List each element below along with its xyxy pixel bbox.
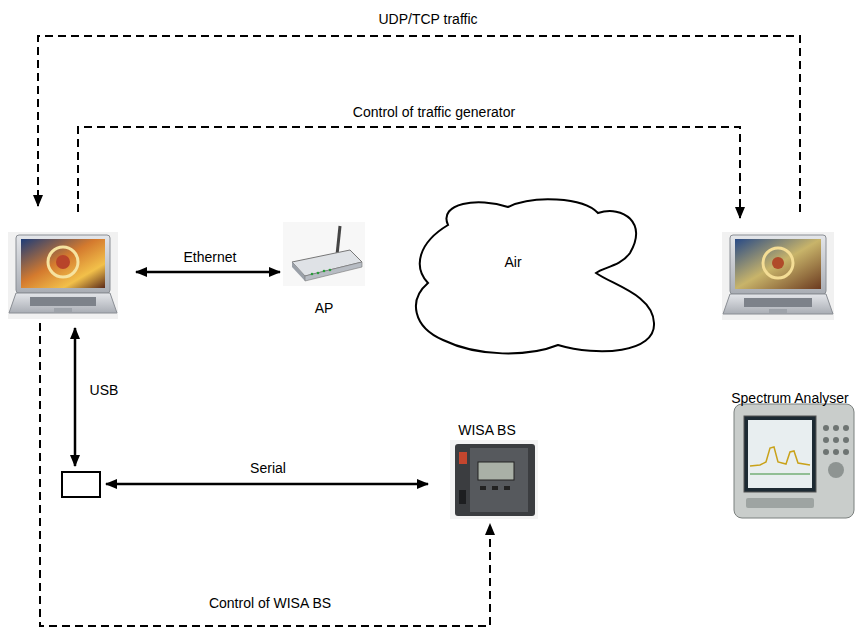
cloud-outline bbox=[416, 199, 654, 353]
device-node: AP bbox=[278, 218, 370, 320]
ethernet-link bbox=[136, 271, 280, 274]
analyser-icon bbox=[734, 404, 854, 518]
laptop-icon bbox=[8, 232, 118, 319]
serial-link bbox=[106, 483, 428, 486]
control-line bbox=[78, 127, 740, 218]
adapter-box bbox=[62, 472, 100, 497]
usb-link bbox=[74, 328, 77, 466]
device-node: Spectrum Analyser bbox=[726, 386, 854, 520]
link-label: UDP/TCP traffic bbox=[375, 11, 480, 27]
node-label: Air bbox=[504, 254, 521, 270]
node-label: AP bbox=[315, 300, 334, 316]
cloud-outline bbox=[408, 195, 656, 357]
device-node: WISA BS bbox=[440, 418, 544, 522]
traffic-line bbox=[38, 36, 800, 212]
control-line bbox=[40, 323, 490, 626]
link-label: Control of WISA BS bbox=[206, 595, 334, 611]
link-label: Control of traffic generator bbox=[350, 104, 518, 120]
cloud-node: Air bbox=[408, 195, 656, 357]
base-station-icon bbox=[450, 440, 538, 519]
link-label: USB bbox=[87, 382, 122, 398]
laptop-icon bbox=[722, 232, 834, 320]
link-label: Ethernet bbox=[181, 249, 240, 265]
link-label: Serial bbox=[247, 460, 289, 476]
node-label: Spectrum Analyser bbox=[731, 390, 849, 406]
router-icon bbox=[283, 222, 365, 286]
node-label: WISA BS bbox=[458, 422, 516, 438]
